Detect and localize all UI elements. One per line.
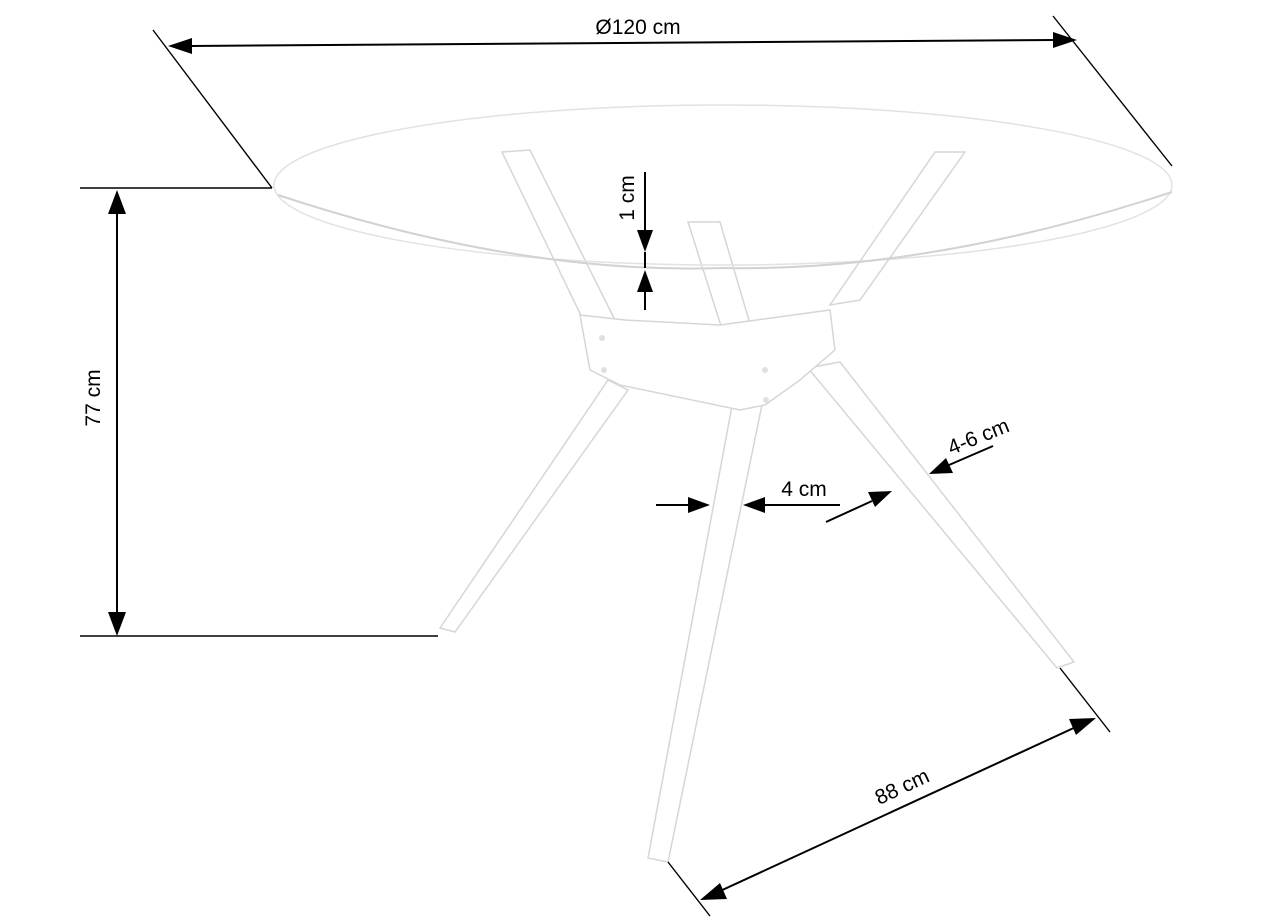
table-leg-back-right xyxy=(828,151,967,307)
leg-length-dimension: 88 cm xyxy=(667,667,1111,917)
glass-table-top xyxy=(273,104,1173,266)
arrowhead xyxy=(168,38,192,54)
leg-width-label: 4 cm xyxy=(781,478,827,501)
height-dimension: 77 cm xyxy=(80,187,438,637)
extension-line xyxy=(152,29,273,189)
frame-bolt xyxy=(763,397,769,403)
table-base-frame xyxy=(579,309,836,411)
extension-line xyxy=(1059,667,1111,733)
arrowhead xyxy=(1053,32,1077,48)
leg-length-label: 88 cm xyxy=(871,765,933,810)
diameter-label: Ø120 cm xyxy=(595,16,680,39)
dimension-line xyxy=(717,725,1079,893)
arrowhead xyxy=(637,230,653,252)
frame-bolt xyxy=(599,335,605,341)
arrowhead xyxy=(700,883,727,900)
extension-line xyxy=(667,861,711,917)
arrowhead xyxy=(637,270,653,292)
arrowhead xyxy=(108,190,126,214)
dimension-line xyxy=(948,445,994,466)
arrowhead xyxy=(929,458,953,474)
height-label: 77 cm xyxy=(82,369,105,426)
dimension-line xyxy=(189,39,1056,47)
glass-top-edge xyxy=(277,191,1173,270)
leg-width-dimension: 4 cm xyxy=(656,478,840,513)
table-leg-back-left xyxy=(500,149,617,331)
arrowhead xyxy=(743,497,765,513)
frame-bolt xyxy=(762,367,768,373)
arrowhead xyxy=(868,491,892,507)
table-leg-front xyxy=(647,394,765,863)
table-leg-front-left xyxy=(438,379,630,633)
frame-bolt xyxy=(601,367,607,373)
top-thickness-dimension: 1 cm xyxy=(616,172,653,310)
diameter-dimension: Ø120 cm xyxy=(152,15,1173,189)
top-thickness-label: 1 cm xyxy=(616,175,639,221)
dimension-line xyxy=(825,500,873,523)
arrowhead xyxy=(688,497,710,513)
table-leg-right xyxy=(806,361,1076,669)
arrowhead xyxy=(108,612,126,636)
arrowhead xyxy=(1069,718,1096,735)
table-illustration xyxy=(273,104,1173,863)
